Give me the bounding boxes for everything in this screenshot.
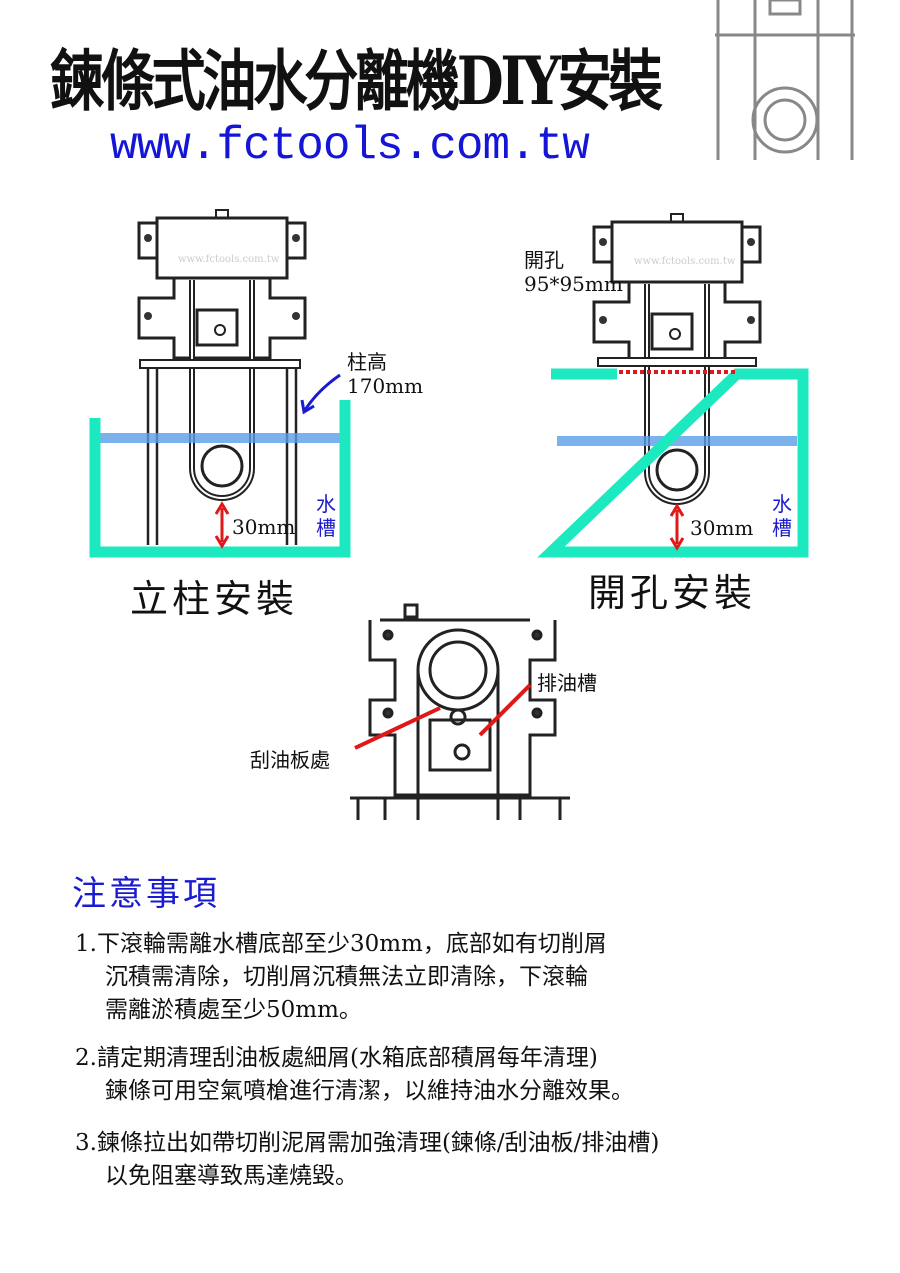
hole-install-diagram [537, 214, 809, 558]
watermark: www.fctools.com.tw [634, 256, 736, 267]
oil-drain-label: 排油槽 [537, 671, 597, 695]
watermark: www.fctools.com.tw [178, 254, 280, 265]
hole-install-caption: 開孔安裝 [588, 571, 757, 615]
detail-diagram [350, 603, 570, 820]
post-install-caption: 立柱安裝 [130, 577, 299, 621]
thumbnail-icon [715, 0, 855, 160]
tank-label: 水槽 [772, 492, 792, 540]
note-item: 1.下滾輪需離水槽底部至少30mm，底部如有切削屑 沉積需清除，切削屑沉積無法立… [75, 931, 607, 1023]
tank [89, 400, 351, 558]
notes-title: 注意事項 [72, 874, 220, 914]
tank-label: 水槽 [316, 492, 336, 540]
oil-drain-arrow [478, 683, 532, 737]
gap-label: 30mm [232, 515, 296, 539]
water-line [96, 433, 343, 443]
scraper-arrow [354, 706, 441, 750]
note-item: 2.請定期清理刮油板處細屑(水箱底部積屑每年清理) 鍊條可用空氣噴槍進行清潔，以… [75, 1045, 634, 1104]
scraper-label: 刮油板處 [250, 748, 330, 772]
website-link[interactable]: www.fctools.com.tw [110, 120, 590, 172]
gap-label: 30mm [690, 516, 754, 540]
post-install-diagram [89, 210, 351, 558]
page-title: 鍊條式油水分離機DIY安裝 [50, 42, 663, 120]
post-arrow [303, 373, 341, 411]
note-item: 3.鍊條拉出如帶切削泥屑需加強清理(鍊條/刮油板/排油槽) 以免阻塞導致馬達燒毀… [75, 1130, 660, 1189]
